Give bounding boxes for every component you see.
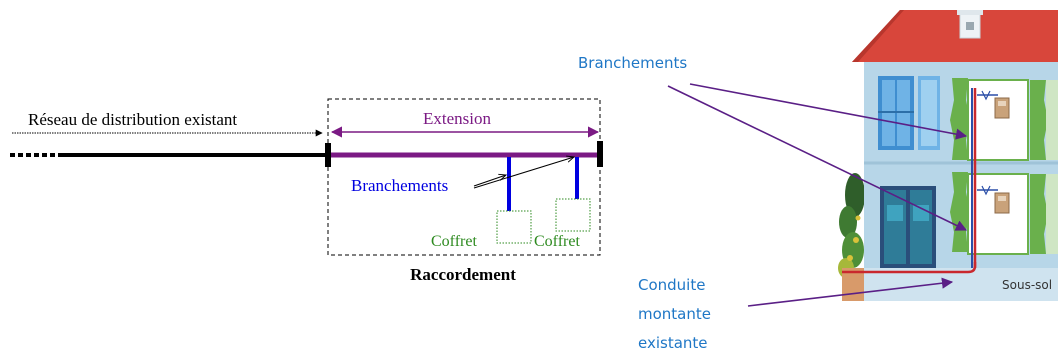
branchements-callout-arrow-1 (689, 83, 968, 140)
roof (852, 10, 1058, 62)
raccordement-box (327, 98, 601, 256)
branchements-pointer-1 (473, 175, 506, 187)
tree-foliage (838, 173, 865, 278)
coffret-box-2 (555, 198, 591, 232)
conduite-label-line1: Conduite (638, 276, 705, 294)
upper-window (878, 76, 940, 150)
meter-lower (977, 185, 1010, 214)
conduite-callout-arrow (747, 277, 954, 307)
basement-supply-pipe (842, 262, 977, 274)
basement-label: Sous-sol (1002, 278, 1052, 292)
extension-label: Extension (423, 109, 491, 128)
extension-end-post (597, 141, 603, 167)
branchements-callout-label: Branchements (578, 54, 687, 72)
building-illustration: Sous-sol (838, 10, 1058, 301)
stairwell-lower (950, 172, 1058, 255)
stairwell-upper (950, 78, 1058, 161)
raccordement-label: Raccordement (410, 265, 516, 284)
coffret-label-1: Coffret (431, 233, 477, 250)
branchements-callout-arrow-2 (667, 85, 968, 231)
network-label: Réseau de distribution existant (28, 110, 237, 129)
branchements-label: Branchements (351, 176, 448, 195)
network-schematic: Réseau de distribution existant Extensio… (10, 98, 603, 284)
conduite-label-line3: existante (638, 334, 708, 352)
coffret-box-1 (496, 210, 532, 244)
branchements-pointer-2 (473, 157, 574, 189)
callouts: Branchements Conduite montante existante (578, 54, 968, 352)
meter-upper (977, 90, 1010, 119)
lower-door (880, 186, 936, 268)
coffret-label-2: Coffret (534, 233, 580, 250)
conduite-label-line2: montante (638, 305, 711, 323)
